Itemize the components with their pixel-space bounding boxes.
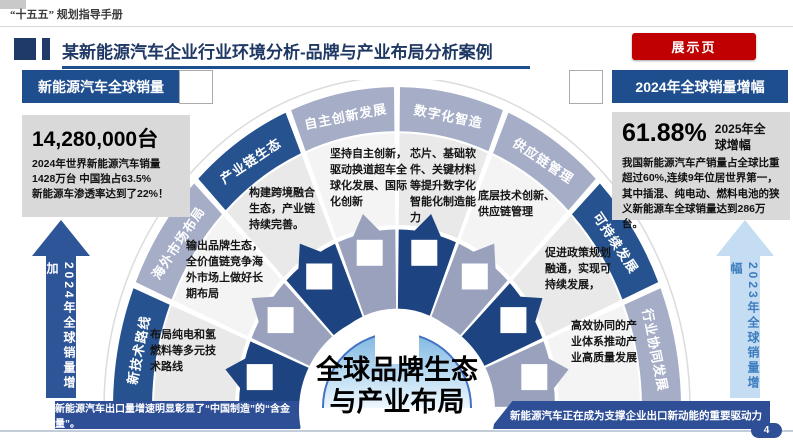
sector-desc-synergy: 高效协同的产业体系推动产业高质量发展 xyxy=(571,320,637,364)
radial-fan-diagram: 新技术路线海外市场布局产业链生态自主创新发展数字化智造供应链管理可持续发展行业协… xyxy=(103,80,691,408)
sector-desc-supply-chain: 底层技术创新、供应链管理 xyxy=(478,190,555,218)
fan-outer-segment xyxy=(572,183,659,300)
page-number[interactable]: 4 xyxy=(751,423,782,438)
fan-inner-wedge xyxy=(286,243,363,337)
left-stat-line2: 新能源车渗透率达到了22%！ xyxy=(32,188,169,201)
right-stat-paragraph: 我国新能源汽车产销量占全球比重超过60%,连续9年位居世界第一，其中插混、纯电动… xyxy=(622,157,780,231)
left-arrow-label: 2024年全球销量增加 xyxy=(45,262,76,391)
fan-middle-sector xyxy=(398,133,488,239)
fan-outer-segment xyxy=(399,87,503,152)
center-title-line1: 全球品牌生态 xyxy=(316,355,478,385)
sector-desc-innovation: 坚持自主创新，驱动换道超车全球化发展、国际化创新 xyxy=(330,148,407,208)
fan-outer-segment xyxy=(493,112,596,211)
placeholder-square-icon xyxy=(521,364,548,391)
footer-banner-left: 新能源汽车出口量增速明显彰显了“中国制造”的“含金量”。 xyxy=(55,401,321,429)
placeholder-square-icon xyxy=(569,70,603,104)
left-up-arrow: 2024年全球销量增加 xyxy=(32,220,90,398)
right-up-arrow: 2023年全球销量增幅 xyxy=(716,220,774,398)
sector-desc-new-tech: 布局纯电和氢燃料等多元技术路线 xyxy=(150,329,216,373)
wedge-arrow-tip-icon xyxy=(298,243,324,272)
wedge-arrow-tip-icon xyxy=(517,296,543,325)
global-sales-number: 14,280,000台 xyxy=(32,128,159,151)
placeholder-square-icon xyxy=(375,320,419,364)
wedge-arrow-tip-icon xyxy=(352,214,382,240)
fan-outer-segment xyxy=(113,288,170,406)
center-title: 全球品牌生态 与产业布局 xyxy=(299,354,495,418)
sector-desc-industry-chain: 构建跨境融合生态，产业链持续完善。 xyxy=(249,187,315,231)
sector-desc-sustainable: 促进政策规划融通，实现可持续发展， xyxy=(545,247,611,291)
placeholder-square-icon xyxy=(246,364,273,391)
top-divider xyxy=(0,26,793,27)
placeholder-square-icon xyxy=(306,263,333,290)
fan-middle-sector xyxy=(547,305,640,407)
placeholder-square-icon xyxy=(356,239,383,266)
title-bullet-square-icon xyxy=(14,38,36,60)
right-arrow-label: 2023年全球销量增幅 xyxy=(729,262,760,391)
wedge-arrow-tip-icon xyxy=(251,296,277,325)
fan-inner-wedge xyxy=(478,341,555,407)
wedge-arrow-tip-icon xyxy=(225,357,248,391)
fan-inner-wedge xyxy=(239,341,316,407)
growth-rate-number: 61.88% xyxy=(622,119,707,147)
title-underline xyxy=(62,66,530,69)
right-stat-box: 61.88% 2025年全球增幅 我国新能源汽车产销量占全球比重超过60%,连续… xyxy=(612,112,790,230)
up-arrow-icon xyxy=(716,220,774,398)
corner-decoration xyxy=(0,0,26,9)
fan-middle-sector xyxy=(306,133,396,239)
fan-middle-sector xyxy=(154,305,247,407)
footer-banner-right: 新能源汽车正在成为支撑企业出口新动能的重要驱动力 xyxy=(490,401,770,429)
placeholder-square-icon xyxy=(500,307,527,334)
left-panel-header: 新能源汽车全球销量 xyxy=(22,70,180,103)
display-page-badge[interactable]: 展示页 xyxy=(632,33,756,60)
placeholder-square-icon xyxy=(461,263,488,290)
bottom-divider xyxy=(0,430,793,432)
fan-outer-segment xyxy=(135,183,222,300)
placeholder-square-icon xyxy=(411,239,438,266)
right-panel-header: 2024年全球销量增幅 xyxy=(612,70,788,103)
placeholder-square-icon xyxy=(267,307,294,334)
up-arrow-icon xyxy=(32,220,90,398)
title-bullet-bar-icon xyxy=(42,38,50,60)
sector-desc-overseas: 输出品牌生态，全价值链竞争海外市场上做好长期布局 xyxy=(186,240,263,300)
fan-inner-wedge xyxy=(431,243,508,337)
fan-outer-segment xyxy=(291,87,395,152)
sector-desc-digital: 芯片、基础软件、关键材料等提升数字化智能化制造能力 xyxy=(410,148,476,224)
page-title: 某新能源汽车企业行业环境分析-品牌与产业布局分析案例 xyxy=(62,43,493,62)
left-stat-box: 14,280,000台 2024年世界新能源汽车销量1428万台 中国独占63.… xyxy=(22,115,190,217)
document-header: “十五五” 规划指导手册 xyxy=(10,9,123,21)
growth-rate-label: 2025年全球增幅 xyxy=(714,122,766,152)
fan-outer-segment xyxy=(198,112,301,211)
wedge-arrow-tip-icon xyxy=(470,243,496,272)
wedge-arrow-tip-icon xyxy=(412,214,442,240)
placeholder-square-icon xyxy=(179,70,213,104)
left-stat-line1: 2024年世界新能源汽车销量1428万台 中国独占63.5% xyxy=(32,158,161,186)
wedge-arrow-tip-icon xyxy=(546,357,569,391)
center-title-line2: 与产业布局 xyxy=(329,387,465,417)
fan-outer-segment xyxy=(624,288,681,406)
